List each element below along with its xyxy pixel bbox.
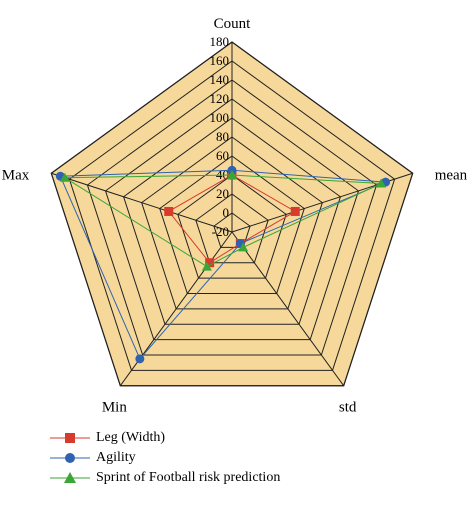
data-point-triangle [238, 242, 249, 252]
series-line [63, 174, 382, 268]
tick-label: 140 [210, 72, 230, 87]
data-series [55, 165, 391, 364]
data-point-triangle [376, 178, 387, 188]
grid-spoke [51, 172, 233, 233]
tick-label: 40 [216, 167, 229, 182]
legend-label: Sprint of Football risk prediction [96, 470, 281, 485]
grid-ring [104, 98, 360, 341]
legend-swatch-square [50, 433, 90, 443]
tick-label: 120 [210, 91, 230, 106]
legend-label: Leg (Width) [96, 430, 166, 445]
data-point-triangle [227, 170, 237, 179]
data-point-circle [135, 354, 145, 364]
grid-ring [159, 155, 305, 294]
data-point-triangle [201, 261, 212, 271]
legend-label: Agility [96, 450, 136, 465]
tick-label: 80 [216, 129, 229, 144]
grid-ring [50, 41, 414, 387]
data-point-triangle [59, 172, 70, 182]
series-line [168, 174, 297, 264]
series-line [59, 169, 386, 360]
grid-ring [122, 117, 342, 325]
radar-grid [50, 41, 414, 387]
data-point-square [164, 206, 174, 216]
data-point-square [205, 258, 215, 268]
tick-label: 160 [210, 53, 230, 68]
grid-spoke [231, 231, 345, 387]
grid-ring [86, 79, 378, 356]
axis-labels: Count mean std Min Max [2, 16, 468, 416]
legend-item-sprint: Sprint of Football risk prediction [50, 468, 280, 488]
legend-item-agility: Agility [50, 448, 280, 468]
grid-ring [68, 60, 396, 371]
axis-label: mean [435, 167, 468, 183]
tick-label: 100 [210, 110, 230, 125]
legend-swatch-triangle [50, 472, 90, 483]
tick-label: 20 [216, 186, 229, 201]
legend-swatch-circle [50, 453, 90, 463]
axis-label: Max [2, 167, 30, 183]
data-point-square [290, 206, 300, 216]
grid-ring [195, 193, 269, 264]
legend: Leg (Width) Agility Sprint of Football r… [50, 428, 280, 488]
legend-item-leg-width: Leg (Width) [50, 428, 280, 448]
axis-label: std [339, 400, 357, 416]
tick-label: -20 [212, 224, 229, 239]
axis-label: Count [214, 16, 252, 32]
tick-label: 180 [210, 34, 230, 49]
grid-ring [177, 174, 287, 279]
tick-label: 0 [223, 205, 230, 220]
grid-ring [213, 212, 251, 248]
grid-ring [141, 136, 323, 310]
axis-label: Min [102, 400, 128, 416]
tick-label: 60 [216, 148, 229, 163]
